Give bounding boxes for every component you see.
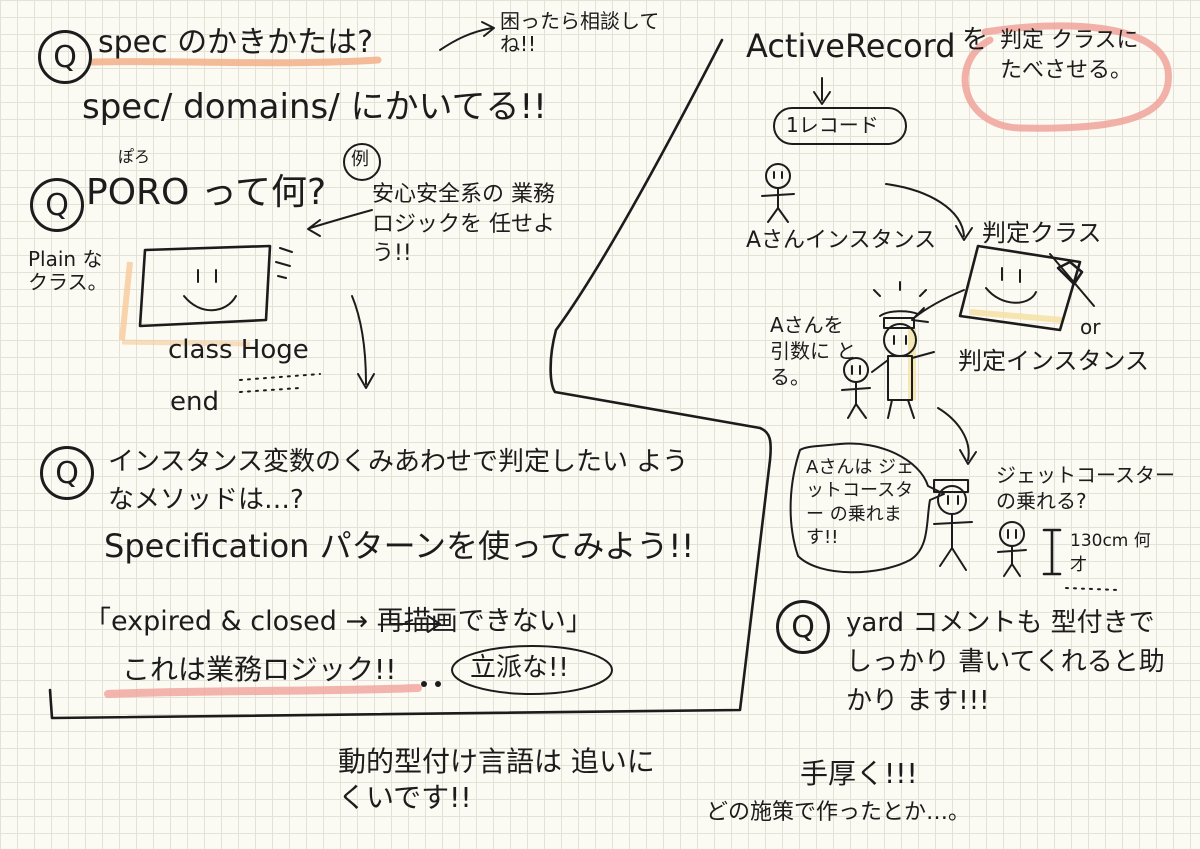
judge-class-note: 判定 クラスに たべさせる。	[1000, 28, 1139, 83]
q1-title: spec のかきかたは?	[98, 25, 374, 60]
q3-mark-icon: Q	[40, 446, 94, 500]
judge-note-pink-loop	[961, 22, 1172, 132]
q3-title: インスタンス変数のくみあわせで判定したい ようなメソッドは…?	[108, 447, 689, 515]
consult-note: 困ったら相談してね!!	[500, 9, 660, 56]
q1-mark-icon: Q	[38, 30, 92, 84]
judge-box-highlight	[969, 309, 1063, 323]
ar-title: ActiveRecord	[746, 27, 956, 65]
q1-answer: spec/ domains/ にかいてる!!	[82, 87, 547, 127]
instance-a-label: Aさんインスタンス	[746, 228, 937, 253]
or-label: or	[1080, 315, 1101, 339]
q1-orange-underline	[88, 56, 382, 67]
q4-text: yard コメントも 型付きでしっかり 書いてくれると助かり ます!!!	[846, 608, 1165, 716]
speech-bubble	[789, 442, 945, 574]
q4-mark-icon: Q	[776, 600, 830, 654]
bubble-text: Aさんは ジェットコースター の乗れます!!	[806, 457, 915, 549]
example-sentence: 「expired & closed → 再描画できない」	[84, 606, 593, 637]
poro-box	[138, 244, 272, 328]
plain-class-label: Plain な クラス。	[28, 247, 108, 294]
poro-box-highlight	[119, 261, 133, 341]
record-label: 1レコード	[786, 113, 879, 137]
q3-answer: Specification パターンを使ってみよう!!	[104, 527, 695, 565]
poro-box-highlight-bottom	[121, 339, 251, 347]
judge-instance-label: 判定インスタンス	[958, 347, 1150, 375]
business-logic-note: これは業務ロジック!!	[122, 653, 397, 686]
policy-note: どの施策で作ったとか…。	[706, 800, 971, 825]
code-end-line: end	[170, 387, 219, 417]
judge-box	[958, 244, 1082, 332]
dynamic-typing-note: 動的型付け言語は 追いにくいです!!	[338, 745, 655, 815]
thick-note: 手厚く!!!	[800, 757, 918, 790]
praise-note: 立派な!!	[470, 653, 569, 683]
divider-line	[48, 38, 772, 720]
poro-ruby: ぽろ	[118, 147, 151, 166]
ar-suffix: を	[962, 25, 989, 55]
q2-title: PORO って何?	[86, 172, 327, 213]
coaster-question: ジェットコースター の乗れる?	[996, 463, 1175, 513]
height-label: 130cm 何才	[1070, 531, 1151, 575]
judge-class-label: 判定クラス	[982, 219, 1102, 247]
example-text: 安心安全系の 業務ロジックを 任せよう!!	[372, 182, 555, 267]
code-class-line: class Hoge	[168, 335, 309, 365]
example-mark: 例	[351, 149, 369, 170]
arg-note: Aさんを 引数に とる。	[770, 313, 857, 389]
q2-mark-icon: Q	[30, 178, 84, 232]
business-logic-pink-underline	[104, 684, 422, 698]
